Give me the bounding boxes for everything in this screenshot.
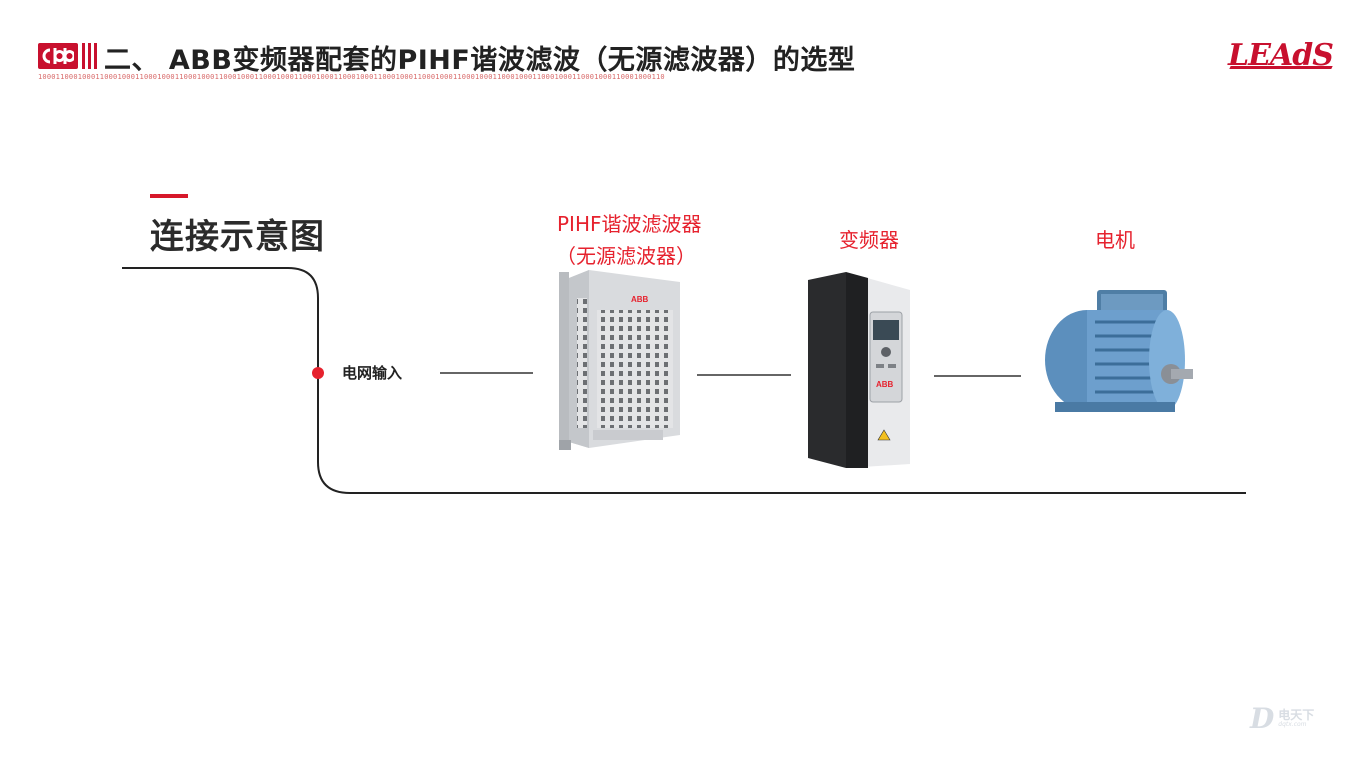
page-title: 二、 ABB变频器配套的PIHF谐波滤波（无源滤波器）的选型 — [104, 45, 856, 76]
power-bus-line — [122, 267, 1246, 494]
filter-label-line1: PIHF谐波滤波器 — [557, 212, 702, 236]
watermark-logo-icon: D — [1250, 702, 1275, 735]
filter-label-line2: （无源滤波器） — [556, 244, 696, 268]
motor-label: 电机 — [1095, 228, 1135, 252]
filter-abb-logo: ABB — [631, 295, 649, 304]
drive-abb-logo: ABB — [876, 380, 894, 389]
frequency-drive-image: ABB — [806, 272, 914, 476]
section-accent-bar — [150, 194, 188, 198]
drive-label: 变频器 — [839, 228, 899, 252]
logo-bars-icon — [82, 43, 97, 69]
watermark-name: 电天下 — [1278, 707, 1315, 722]
grid-input-label: 电网输入 — [342, 364, 403, 382]
watermark: D 电天下 dqtx.com — [1250, 702, 1314, 735]
motor-image — [1035, 280, 1200, 434]
binary-strip: 1000110001000110001000110001000110001000… — [38, 73, 665, 81]
cdb-logo-icon — [38, 43, 78, 69]
grid-input-dot — [312, 367, 324, 379]
section-title: 连接示意图 — [150, 217, 325, 257]
harmonic-filter-image: ABB — [545, 270, 690, 464]
watermark-url: dqtx.com — [1278, 720, 1307, 728]
